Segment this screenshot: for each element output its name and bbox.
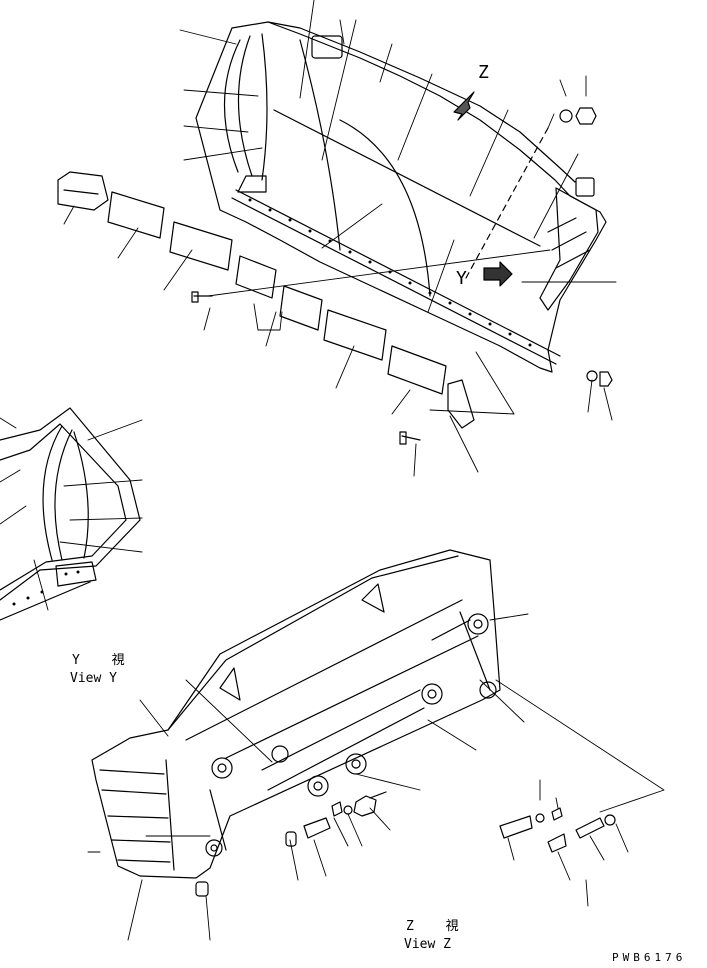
view-z-label: View Z: [404, 937, 451, 952]
view-z-kanji-label: Z 視: [406, 919, 471, 934]
view-y-detail: [0, 407, 143, 621]
cutting-edge-6: [387, 345, 447, 395]
cutting-edge-3: [235, 255, 277, 299]
arrow-z-icon: [453, 91, 475, 121]
leader-lines-top: [63, 0, 617, 477]
cutting-edge-5: [323, 309, 387, 361]
cutting-edge-2: [169, 221, 233, 271]
blade-front-view: [195, 21, 607, 373]
view-z-detail: [87, 549, 665, 941]
arrow-y-icon: [483, 261, 513, 287]
view-y-label: View Y: [70, 671, 117, 686]
cutting-edge-4: [279, 285, 323, 331]
view-y-kanji-label: Y 視: [72, 653, 137, 668]
y-marker-label: Y: [456, 268, 467, 289]
z-marker-label: Z: [478, 62, 489, 83]
cutting-edge-1: [107, 191, 165, 239]
drawing-code: PWB6176: [612, 951, 687, 964]
